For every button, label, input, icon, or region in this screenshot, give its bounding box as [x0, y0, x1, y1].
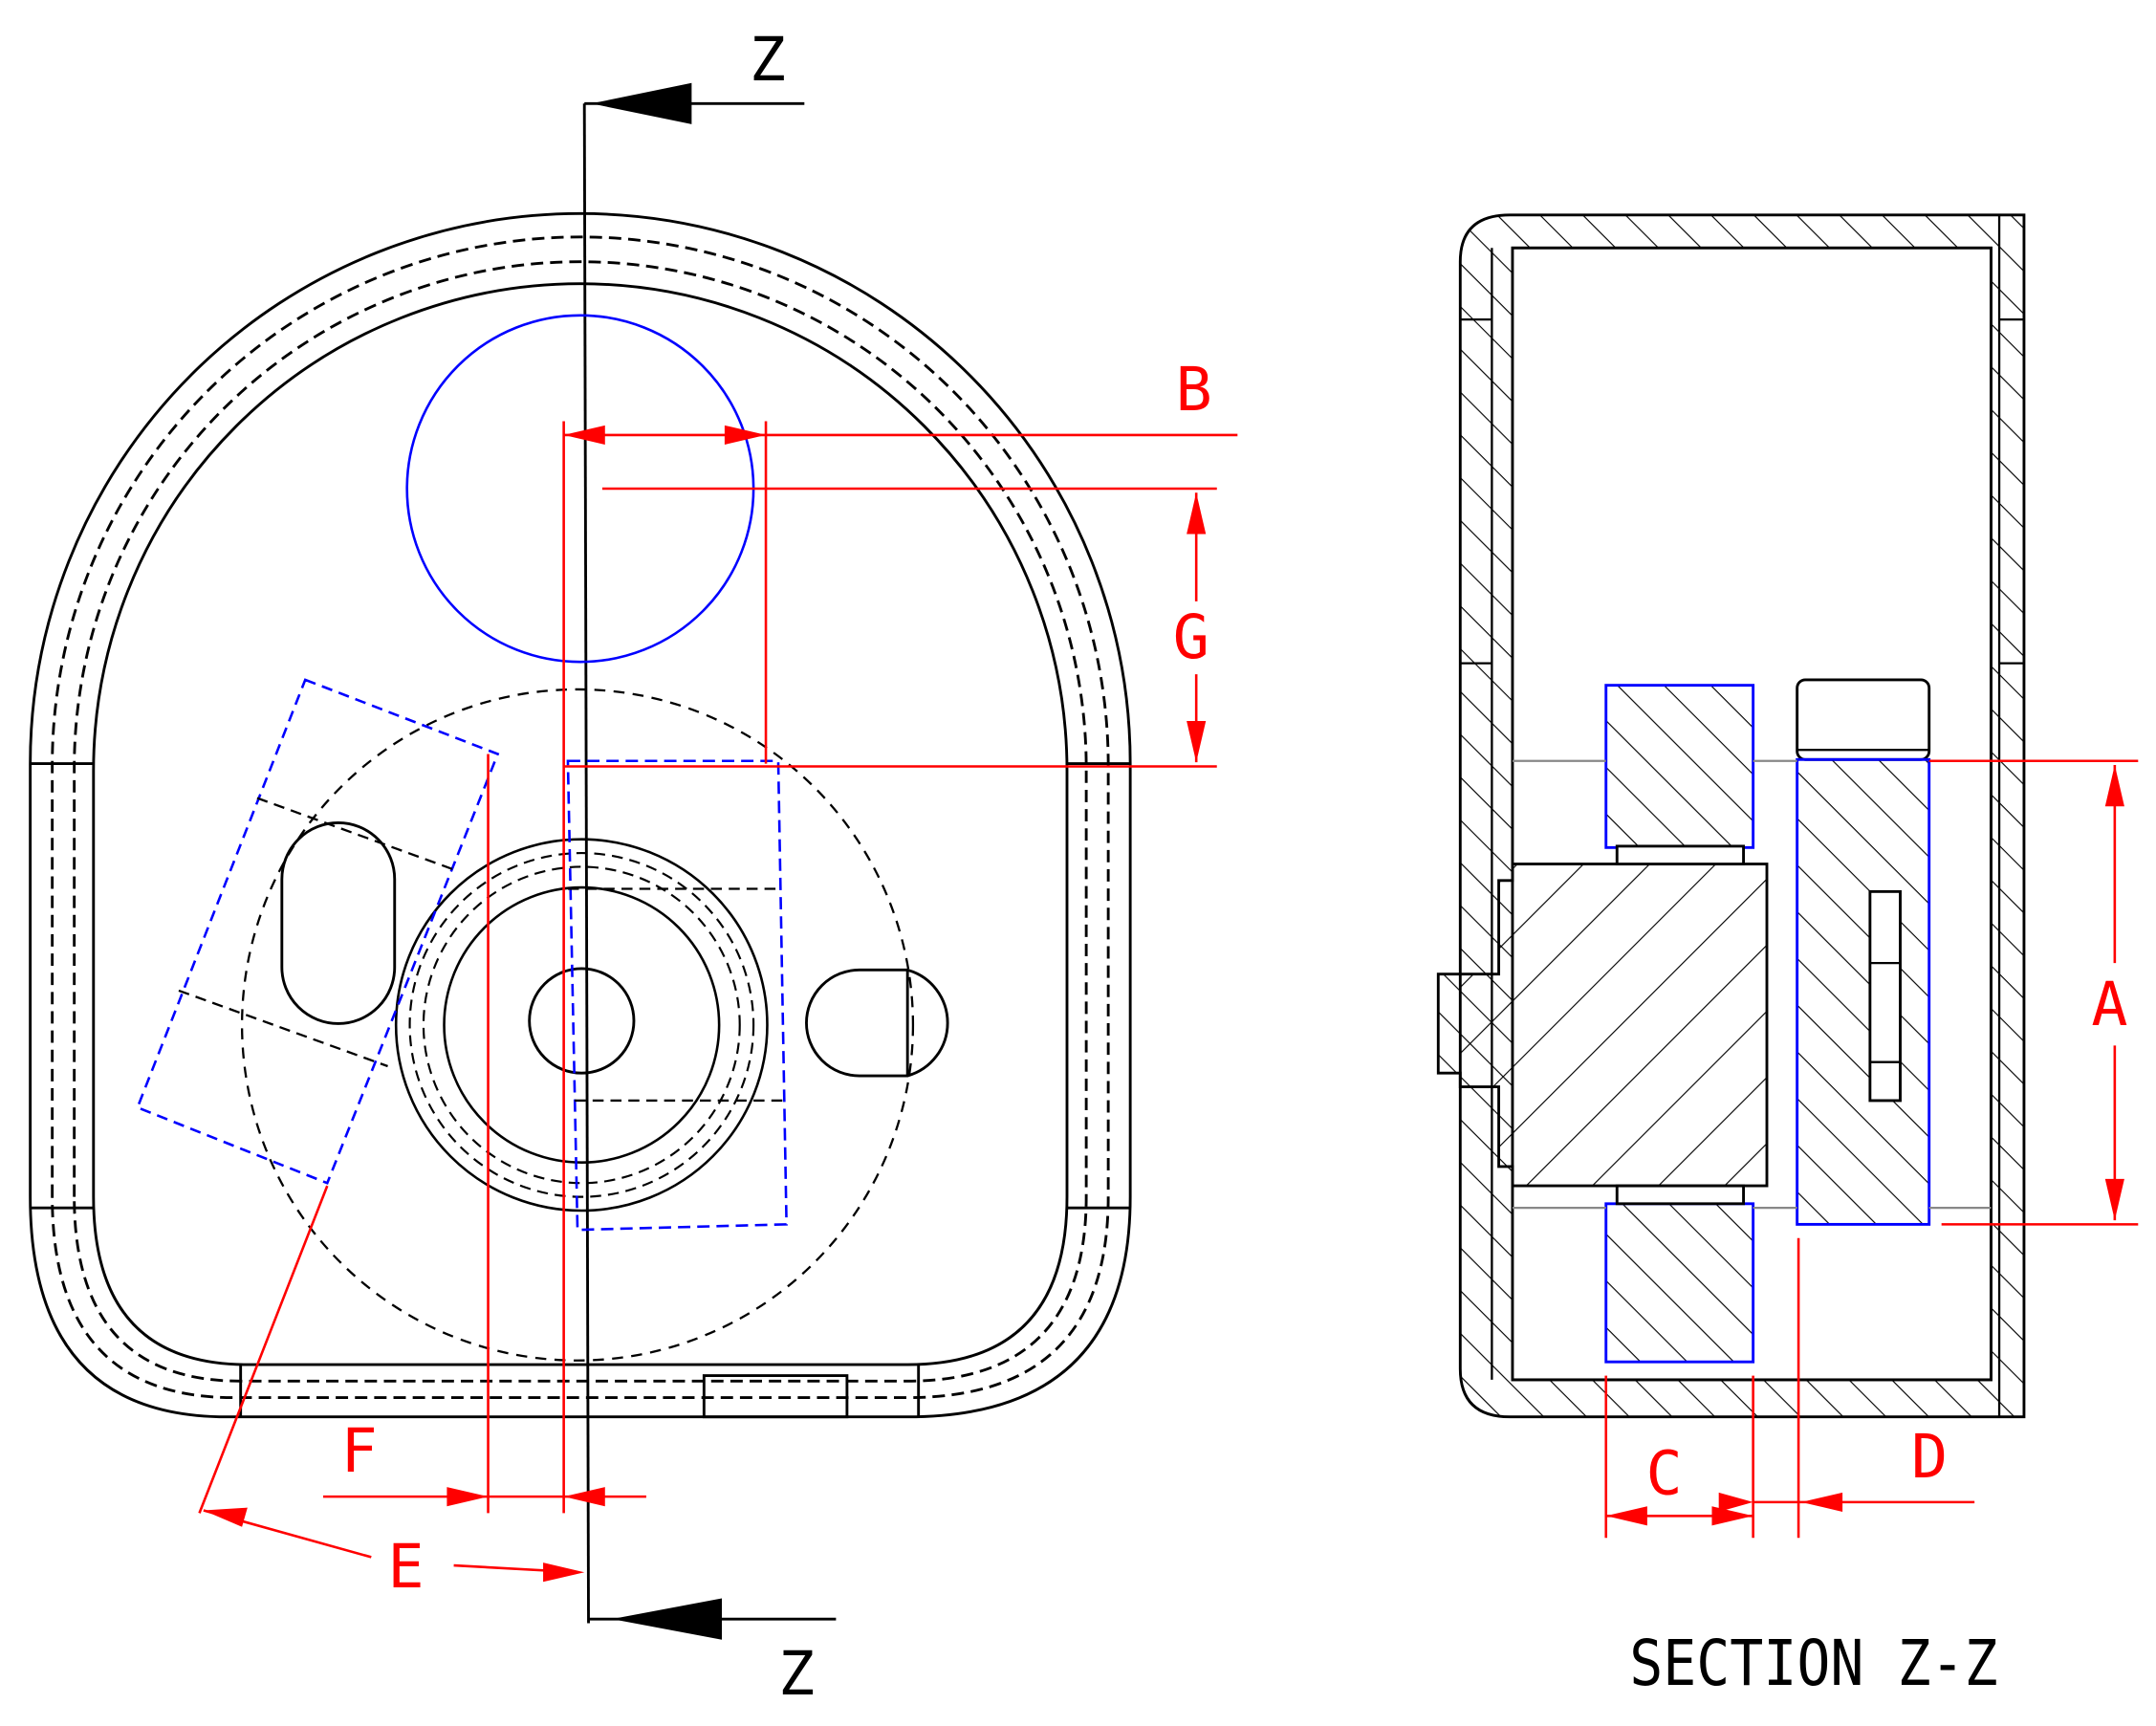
front-view	[29, 103, 1132, 1624]
section-dimensions	[1604, 759, 2139, 1539]
tilted-lever-outline	[136, 678, 500, 1185]
front-view-arrowheads	[203, 425, 1207, 1583]
dim-f-arrow	[446, 1487, 489, 1507]
section-arrows	[584, 82, 837, 1640]
hub-circle	[394, 838, 769, 1213]
section-arrow-top	[591, 82, 692, 124]
section-view	[1436, 213, 2026, 1419]
labels: Z Z B G F E A C D SECTION Z-Z	[341, 24, 2128, 1709]
dim-b-arrow	[563, 425, 605, 445]
section-gear-bottom	[1604, 1202, 1755, 1364]
shaft-circle	[528, 967, 636, 1075]
internal-hidden-lines	[178, 797, 787, 1103]
section-marker-top-label: Z	[750, 24, 786, 95]
section-gear-top	[1604, 684, 1755, 849]
section-right-block	[1796, 757, 1931, 1226]
housing-inner-wall	[92, 282, 1069, 1366]
dim-b-arrow	[724, 425, 767, 445]
section-gear-top-inner	[1615, 844, 1745, 866]
dim-e-arrow	[203, 1507, 248, 1527]
housing-hidden-wall-outer	[51, 235, 1110, 1400]
dimension-label-c: C	[1645, 1437, 1682, 1508]
section-title: SECTION Z-Z	[1629, 1627, 1997, 1700]
hub-circle	[443, 885, 721, 1164]
dimension-label-f: F	[341, 1415, 378, 1486]
section-key	[1868, 889, 1902, 1103]
section-gear-bottom-inner	[1615, 1184, 1745, 1206]
dim-g-arrow	[1187, 721, 1207, 763]
hub-hidden-circle	[408, 852, 755, 1198]
section-arrowheads	[1605, 765, 2124, 1526]
dimension-label-a: A	[2091, 969, 2127, 1039]
drive-block-outline	[566, 759, 788, 1232]
right-slot	[805, 968, 949, 1078]
housing-hidden-wall-inner	[73, 260, 1088, 1383]
dimension-label-e: E	[388, 1531, 425, 1602]
bottom-slot	[702, 1374, 849, 1419]
dimension-label-b: B	[1176, 354, 1212, 425]
dim-a-arrow	[2104, 1178, 2124, 1221]
section-hub-block	[1458, 863, 1769, 1188]
section-arrow-bottom	[611, 1598, 723, 1640]
gear-hidden-circle	[240, 688, 915, 1362]
dim-d-arrow	[1800, 1492, 1843, 1512]
centerline	[582, 103, 590, 1624]
dimension-label-g: G	[1173, 601, 1209, 672]
dim-a-arrow	[2104, 765, 2124, 807]
dim-e-arrow	[543, 1562, 585, 1583]
dimension-label-d: D	[1911, 1421, 1948, 1492]
housing-outer-outline	[29, 212, 1132, 1419]
dim-g-arrow	[1187, 492, 1207, 535]
dim-c-arrow	[1605, 1506, 1647, 1526]
left-slot	[280, 821, 397, 1025]
section-right-cap	[1796, 678, 1931, 761]
dim-f-arrow	[563, 1487, 605, 1507]
hub-hidden-circle	[422, 865, 741, 1185]
dim-c-arrow	[1711, 1506, 1753, 1526]
section-gray-lines	[1512, 759, 1992, 1210]
section-marker-bottom-label: Z	[778, 1638, 815, 1709]
dim-d-arrow	[1718, 1492, 1753, 1512]
